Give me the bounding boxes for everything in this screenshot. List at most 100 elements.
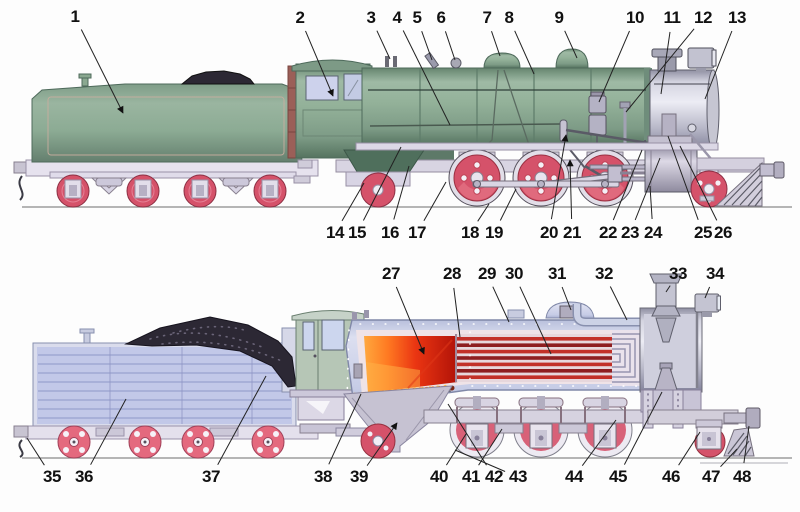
cowcatcher xyxy=(714,161,763,207)
leader-line-42 xyxy=(447,403,487,466)
headlight xyxy=(687,47,715,69)
tender-wheels-cutaway xyxy=(57,425,285,459)
tender-rear-buffer-cutaway xyxy=(13,425,29,438)
leader-line-17 xyxy=(423,181,447,222)
leader-line-35 xyxy=(26,437,45,466)
leader-line-28 xyxy=(453,287,461,338)
tender-body xyxy=(31,83,303,163)
cab xyxy=(287,59,373,184)
leader-line-45 xyxy=(623,391,663,465)
boiler xyxy=(361,48,652,159)
cab-ladder xyxy=(287,65,297,159)
running-gear xyxy=(335,113,759,208)
leader-line-3 xyxy=(376,30,391,60)
tender-cutaway xyxy=(13,316,319,459)
leader-line-19 xyxy=(499,188,517,221)
washout-plug xyxy=(352,312,357,320)
steam-dome xyxy=(555,48,589,69)
chimney-cutaway xyxy=(655,279,677,309)
safety-valve-base xyxy=(507,309,525,319)
headlight-cutaway xyxy=(694,293,720,313)
sand-dome xyxy=(483,52,521,69)
leader-line-34 xyxy=(704,286,711,299)
cylinder xyxy=(644,147,698,193)
leader-line-18 xyxy=(477,203,490,222)
leader-line-47 xyxy=(720,448,738,468)
equalizer xyxy=(494,423,524,434)
leader-line-37 xyxy=(217,375,267,465)
axleboxes xyxy=(465,423,617,449)
leader-line-36 xyxy=(90,398,127,465)
leader-line-38 xyxy=(328,393,362,465)
brake-hose-cutaway xyxy=(18,439,24,458)
external-view xyxy=(13,47,792,208)
leader-line-32 xyxy=(609,286,628,321)
cab-side-window xyxy=(305,75,339,101)
leader-line-39 xyxy=(366,422,398,466)
leader-line-46 xyxy=(678,431,701,466)
coupling-rod xyxy=(472,180,620,188)
running-gear-cutaway xyxy=(335,385,761,459)
fire-tubes xyxy=(455,334,612,382)
tender xyxy=(13,70,319,208)
safety-valves xyxy=(385,56,389,67)
crosshead xyxy=(607,165,623,183)
water xyxy=(37,347,292,424)
driving-wheel-2 xyxy=(512,149,570,207)
headlight-lens xyxy=(711,49,717,67)
leader-line-48 xyxy=(743,425,750,464)
leader-line-16 xyxy=(393,165,410,220)
coal-load-top xyxy=(180,70,256,85)
number-plate xyxy=(687,123,697,133)
leader-line-8 xyxy=(514,30,535,75)
leader-line-26 xyxy=(679,145,718,221)
cutaway-view xyxy=(13,273,792,464)
dry-pipe xyxy=(574,304,652,325)
brick-arch xyxy=(407,339,453,389)
leader-line-22 xyxy=(612,149,643,221)
cab-front-window xyxy=(343,73,363,101)
smokebox-cutaway xyxy=(639,273,721,393)
leader-line-25 xyxy=(667,135,699,220)
leader-line-24 xyxy=(649,185,653,220)
leader-line-44 xyxy=(581,419,617,466)
leader-line-21 xyxy=(566,159,574,220)
superheater-elements xyxy=(612,330,641,386)
firedoor xyxy=(353,363,363,379)
generator xyxy=(450,57,462,69)
tender-lining xyxy=(47,96,285,156)
smokebox xyxy=(649,47,720,151)
driving-wheel-1 xyxy=(448,149,506,207)
running-board xyxy=(355,142,719,151)
pilot-cutaway xyxy=(723,427,755,457)
boiler-cutaway xyxy=(345,301,652,407)
blowdown-pipe xyxy=(619,101,631,109)
leader-line-2 xyxy=(305,30,334,97)
whistle xyxy=(424,52,440,70)
leader-line-7 xyxy=(491,31,501,57)
leader-line-4 xyxy=(402,30,451,126)
leader-line-11 xyxy=(660,31,671,95)
leader-line-27 xyxy=(395,286,425,355)
leader-line-40 xyxy=(445,433,467,466)
tender-vent-cutaway xyxy=(83,331,91,344)
leader-line-6 xyxy=(444,31,456,61)
boiler-barrel xyxy=(361,67,651,147)
smokebox-front xyxy=(706,69,720,151)
coupler-shank xyxy=(723,412,749,424)
callout-leader-lines xyxy=(26,28,750,472)
pilot xyxy=(689,133,785,207)
leader-line-15 xyxy=(362,146,402,221)
coupler-knuckle xyxy=(745,407,761,429)
petticoat-pipe xyxy=(655,317,677,343)
leader-line-20 xyxy=(550,134,569,220)
leader-line-13 xyxy=(704,30,733,100)
leader-line-30 xyxy=(519,286,552,355)
brake-hose xyxy=(18,175,24,201)
reach-rod xyxy=(369,123,561,127)
leader-line-9 xyxy=(564,30,578,59)
leader-line-10 xyxy=(598,30,630,103)
leader-line-1 xyxy=(80,29,124,114)
